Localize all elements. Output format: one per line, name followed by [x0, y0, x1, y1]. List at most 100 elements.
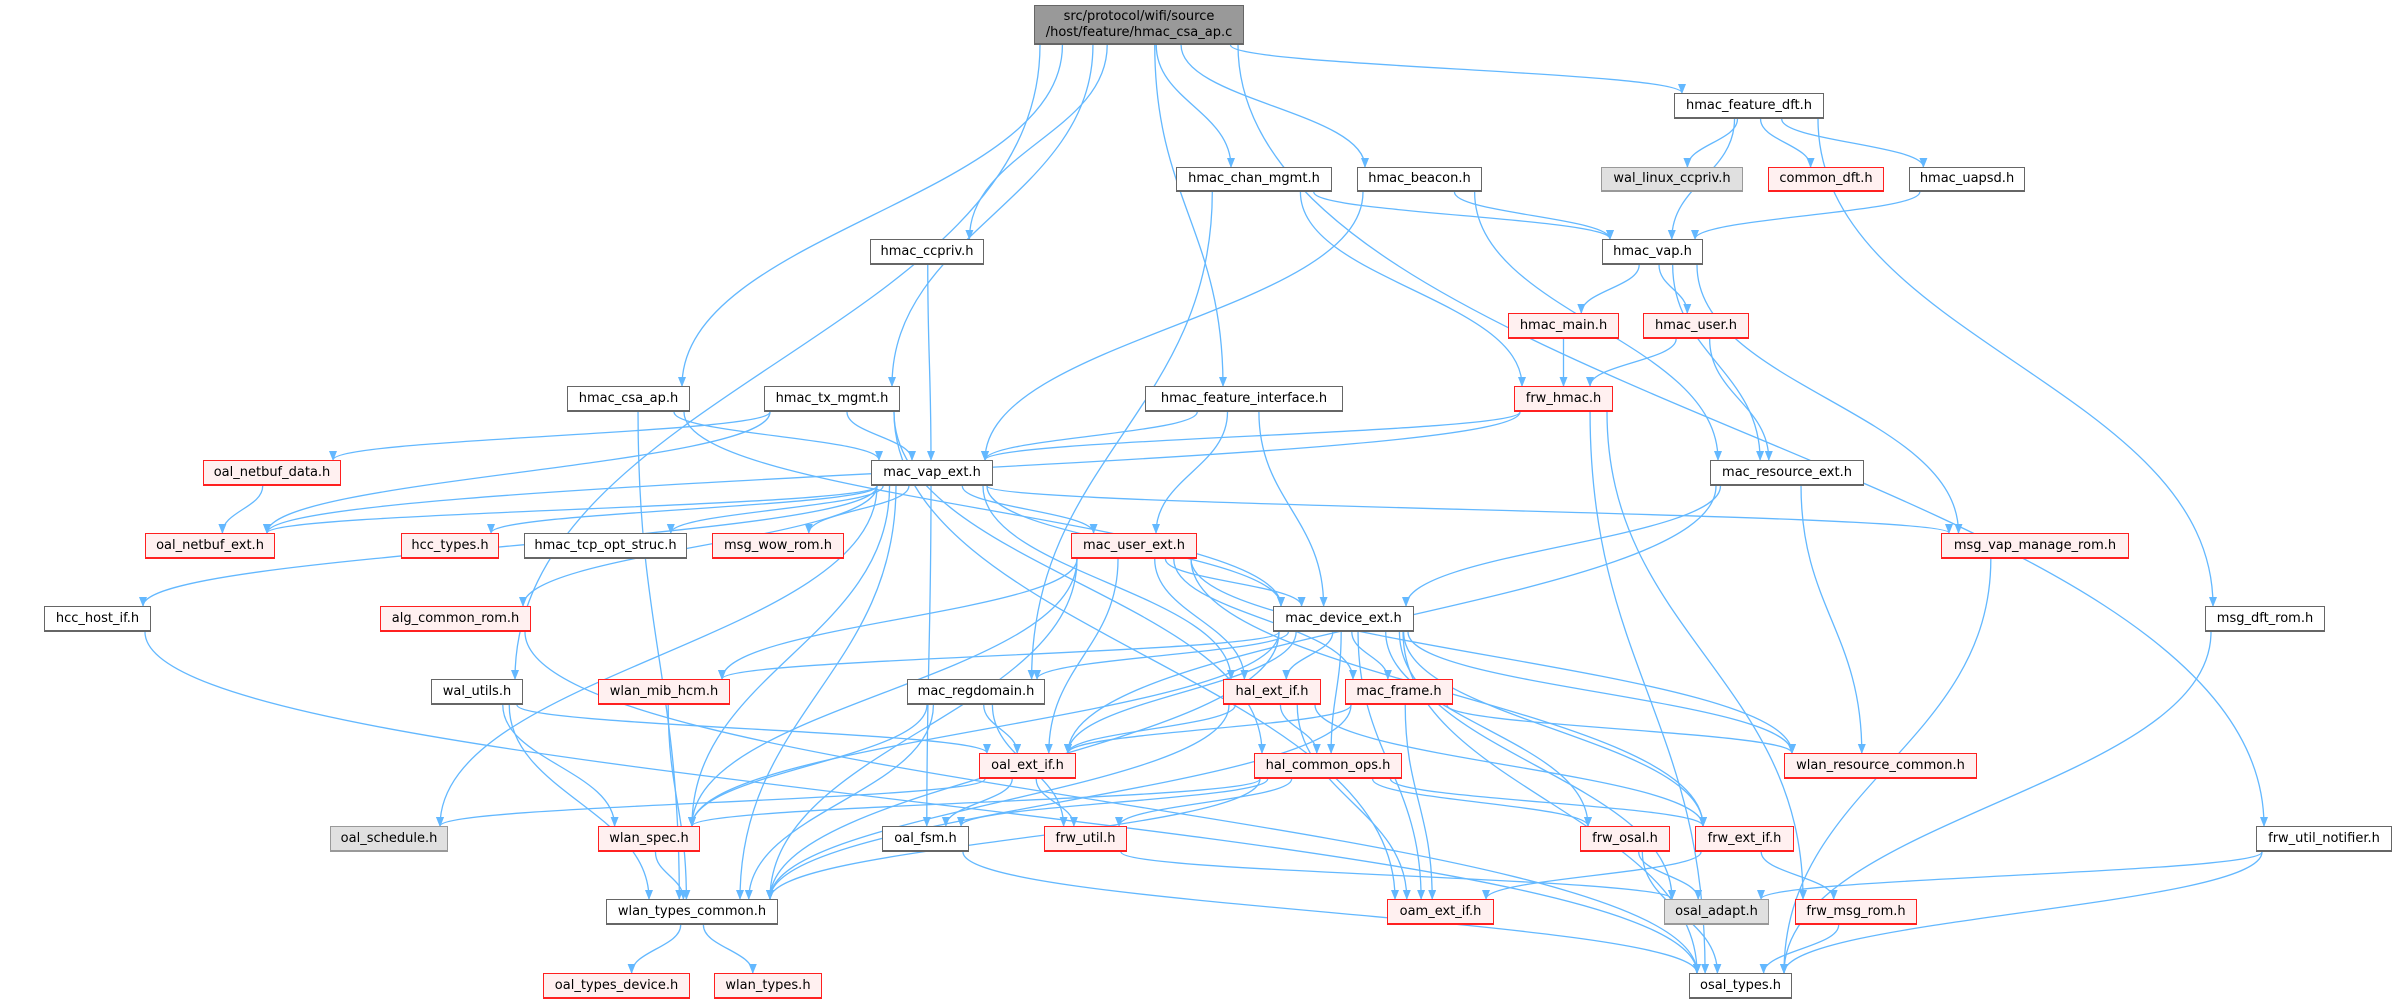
node-hmac-feature-dft[interactable]: hmac_feature_dft.h	[1674, 93, 1824, 119]
node-mac-regdomain[interactable]: mac_regdomain.h	[907, 679, 1045, 705]
edge-hmac-ccpriv-to-mac-vap-ext	[926, 264, 935, 461]
node-label: oal_netbuf_ext.h	[156, 537, 264, 553]
node-wlan-types-common[interactable]: wlan_types_common.h	[606, 899, 778, 925]
edge-mac-vap-ext-to-oal-fsm	[922, 485, 932, 827]
node-label: oal_netbuf_data.h	[213, 464, 331, 480]
node-frw-ext-if[interactable]: frw_ext_if.h	[1695, 826, 1794, 852]
node-hmac-user[interactable]: hmac_user.h	[1643, 313, 1749, 339]
node-label: hmac_tx_mgmt.h	[775, 390, 889, 406]
edge-wlan-types-common-to-oal-types-device	[627, 924, 682, 974]
node-frw-util-notifier[interactable]: frw_util_notifier.h	[2256, 826, 2392, 852]
node-label: msg_dft_rom.h	[2216, 610, 2314, 626]
edge-hal-ext-if-to-oam-ext-if	[1296, 704, 1411, 900]
node-wlan-types[interactable]: wlan_types.h	[714, 973, 822, 999]
edge-hmac-user-to-mac-resource-ext	[1709, 338, 1773, 461]
node-oal-schedule[interactable]: oal_schedule.h	[330, 826, 448, 852]
edge-mac-vap-ext-to-alg-common-rom	[519, 485, 878, 607]
edge-mac-device-ext-to-osal-adapt	[1398, 631, 1676, 900]
node-label: hal_ext_if.h	[1235, 683, 1309, 699]
node-alg-common-rom[interactable]: alg_common_rom.h	[380, 606, 531, 632]
edge-frw-ext-if-to-oam-ext-if	[1482, 851, 1702, 900]
edge-hmac-chan-mgmt-to-mac-regdomain	[1027, 191, 1213, 680]
edge-oal-ext-if-to-frw-util	[1035, 778, 1078, 827]
node-hmac-feature-interface[interactable]: hmac_feature_interface.h	[1145, 386, 1343, 412]
node-msg-wow-rom[interactable]: msg_wow_rom.h	[712, 533, 844, 559]
edge-mac-vap-ext-to-oal-netbuf-ext	[263, 485, 878, 534]
node-label: hmac_feature_interface.h	[1160, 390, 1328, 406]
edge-hal-common-ops-to-wlan-types-common	[766, 778, 1261, 900]
node-root[interactable]: src/protocol/wifi/source/host/feature/hm…	[1034, 5, 1244, 45]
node-hmac-ccpriv[interactable]: hmac_ccpriv.h	[870, 239, 984, 265]
edge-oal-ext-if-to-oal-fsm	[941, 778, 1013, 827]
node-oal-netbuf-data[interactable]: oal_netbuf_data.h	[203, 460, 341, 486]
node-hmac-main[interactable]: hmac_main.h	[1508, 313, 1619, 339]
node-hmac-chan-mgmt[interactable]: hmac_chan_mgmt.h	[1176, 167, 1332, 192]
node-frw-util[interactable]: frw_util.h	[1044, 826, 1127, 852]
node-wlan-resource-common[interactable]: wlan_resource_common.h	[1784, 753, 1977, 779]
node-label: hcc_host_if.h	[55, 610, 140, 626]
node-hcc-host-if[interactable]: hcc_host_if.h	[44, 606, 151, 632]
node-hmac-uapsd[interactable]: hmac_uapsd.h	[1909, 167, 2025, 192]
node-msg-dft-rom[interactable]: msg_dft_rom.h	[2205, 606, 2325, 632]
node-label: hmac_main.h	[1519, 317, 1608, 333]
node-label: hcc_types.h	[411, 537, 489, 553]
node-oal-fsm[interactable]: oal_fsm.h	[882, 826, 969, 852]
edge-hmac-csa-ap-to-mac-device-ext	[683, 411, 1285, 607]
edge-mac-user-ext-to-oal-ext-if	[1044, 558, 1119, 754]
edge-hmac-tx-mgmt-to-oal-netbuf-data	[329, 411, 771, 461]
node-label: msg_wow_rom.h	[724, 537, 832, 553]
node-hal-common-ops[interactable]: hal_common_ops.h	[1254, 753, 1402, 779]
node-oal-types-device[interactable]: oal_types_device.h	[543, 973, 690, 999]
node-oal-netbuf-ext[interactable]: oal_netbuf_ext.h	[145, 533, 275, 559]
edge-hmac-tx-mgmt-to-mac-vap-ext	[846, 411, 916, 461]
node-msg-vap-manage-rom[interactable]: msg_vap_manage_rom.h	[1941, 533, 2129, 559]
node-label: oam_ext_if.h	[1399, 903, 1482, 919]
node-frw-hmac[interactable]: frw_hmac.h	[1514, 386, 1613, 412]
node-wlan-spec[interactable]: wlan_spec.h	[598, 826, 700, 852]
node-hmac-beacon[interactable]: hmac_beacon.h	[1357, 167, 1482, 192]
edge-hmac-uapsd-to-hmac-vap	[1691, 191, 1921, 240]
node-hmac-tx-mgmt[interactable]: hmac_tx_mgmt.h	[764, 386, 900, 412]
edge-frw-util-notifier-to-osal-adapt	[1757, 851, 2263, 900]
edge-hmac-vap-to-mac-resource-ext	[1672, 264, 1765, 461]
node-frw-msg-rom[interactable]: frw_msg_rom.h	[1795, 899, 1917, 925]
edge-root-to-hmac-feature-dft	[1229, 44, 1686, 94]
edge-frw-util-notifier-to-osal-types	[1780, 851, 2263, 974]
edge-hmac-feature-dft-to-msg-dft-rom	[1817, 118, 2217, 607]
node-label: oal_schedule.h	[340, 830, 438, 846]
node-frw-osal[interactable]: frw_osal.h	[1580, 826, 1670, 852]
node-osal-types[interactable]: osal_types.h	[1689, 973, 1792, 999]
node-mac-device-ext[interactable]: mac_device_ext.h	[1273, 606, 1414, 632]
edge-hmac-chan-mgmt-to-frw-hmac	[1299, 191, 1526, 387]
node-oam-ext-if[interactable]: oam_ext_if.h	[1387, 899, 1494, 925]
node-oal-ext-if[interactable]: oal_ext_if.h	[979, 753, 1076, 779]
node-common-dft[interactable]: common_dft.h	[1768, 167, 1884, 192]
node-label: frw_util_notifier.h	[2268, 830, 2380, 846]
edge-mac-device-ext-to-mac-regdomain	[1033, 631, 1290, 680]
node-wal-linux-ccpriv[interactable]: wal_linux_ccpriv.h	[1601, 167, 1743, 192]
node-label: oal_types_device.h	[554, 977, 679, 993]
node-mac-user-ext[interactable]: mac_user_ext.h	[1071, 533, 1197, 559]
node-mac-frame[interactable]: mac_frame.h	[1345, 679, 1453, 705]
node-label: oal_ext_if.h	[991, 757, 1064, 773]
edge-root-to-hmac-tx-mgmt	[888, 44, 1094, 387]
node-hmac-csa-ap[interactable]: hmac_csa_ap.h	[567, 386, 690, 412]
edge-mac-user-ext-to-mac-frame	[1173, 558, 1357, 680]
node-hcc-types[interactable]: hcc_types.h	[401, 533, 499, 559]
edge-frw-hmac-to-frw-msg-rom	[1606, 411, 1807, 900]
node-hmac-vap[interactable]: hmac_vap.h	[1602, 239, 1703, 265]
edge-hmac-feature-interface-to-mac-vap-ext	[981, 411, 1198, 461]
edge-root-to-hmac-ccpriv	[965, 44, 1108, 240]
node-label: hmac_uapsd.h	[1919, 171, 2015, 186]
node-hmac-tcp-opt-struc[interactable]: hmac_tcp_opt_struc.h	[524, 533, 687, 559]
node-mac-vap-ext[interactable]: mac_vap_ext.h	[871, 460, 993, 486]
edge-hmac-feature-dft-to-wal-linux-ccpriv	[1683, 118, 1739, 168]
node-wal-utils[interactable]: wal_utils.h	[431, 679, 523, 705]
node-osal-adapt[interactable]: osal_adapt.h	[1664, 899, 1769, 925]
node-hal-ext-if[interactable]: hal_ext_if.h	[1223, 679, 1321, 705]
edge-mac-resource-ext-to-wlan-resource-common	[1800, 485, 1866, 754]
edge-hal-common-ops-to-oal-fsm	[957, 778, 1269, 827]
node-mac-resource-ext[interactable]: mac_resource_ext.h	[1710, 460, 1864, 486]
node-wlan-mib-hcm[interactable]: wlan_mib_hcm.h	[598, 679, 730, 705]
